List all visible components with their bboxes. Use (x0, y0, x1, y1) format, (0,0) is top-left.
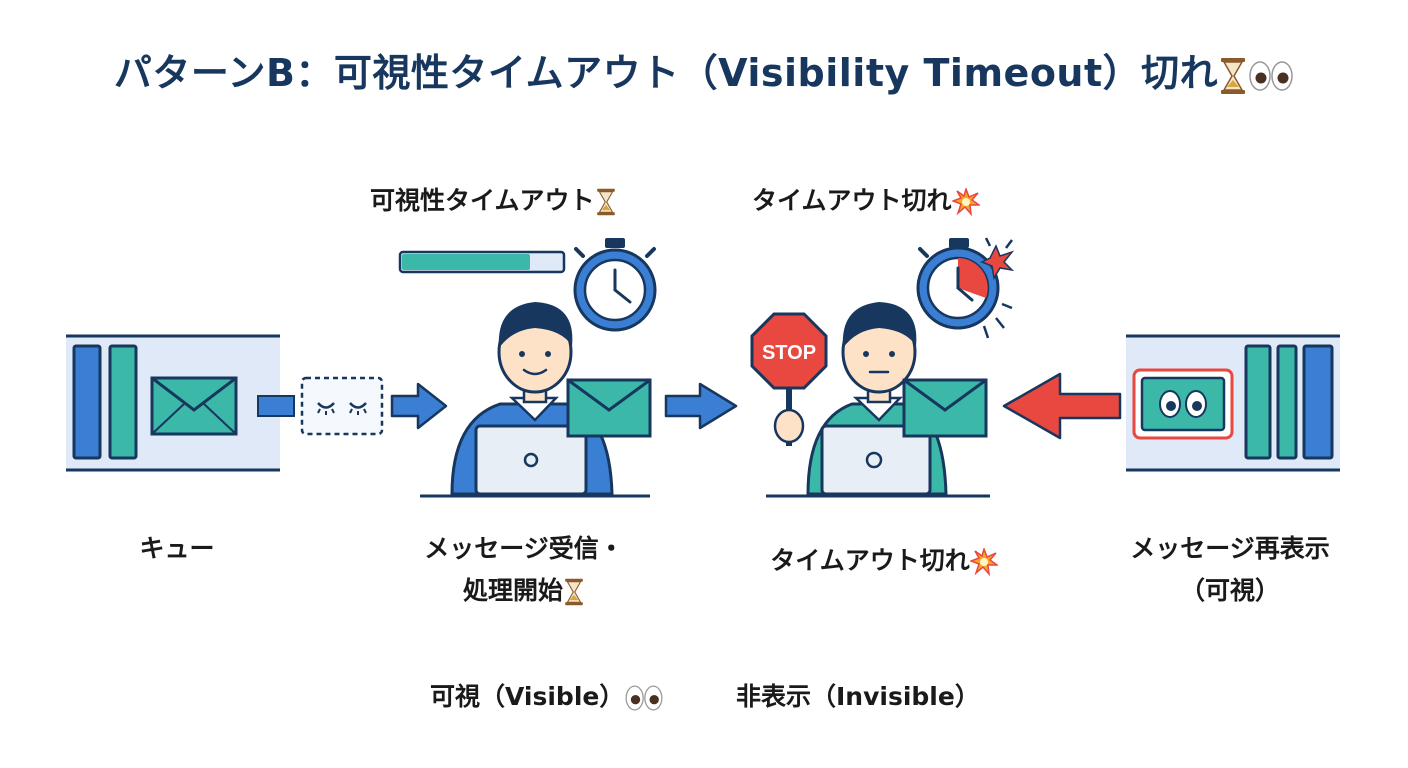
page-title: パターンB：可視性タイムアウト（Visibility Timeout）切れ (0, 42, 1408, 97)
receive-label-line1: メッセージ受信・ (424, 534, 624, 563)
eyes-icon (625, 685, 663, 711)
collision-icon (951, 188, 980, 216)
queue-label: キュー (130, 528, 224, 570)
expired-label: タイムアウト切れ (744, 540, 1024, 582)
arrow-right-icon (390, 382, 448, 430)
timeout-progress-bar (398, 250, 566, 274)
title-text: パターンB：可視性タイムアウト（Visibility Timeout）切れ (113, 51, 1219, 95)
arrow-right-icon (664, 382, 738, 430)
queue-left (66, 334, 280, 472)
queue-label-text: キュー (139, 534, 215, 563)
redisplay-label-line1: メッセージ再表示 (1130, 534, 1330, 563)
redisplay-label: メッセージ再表示 （可視） (1108, 528, 1352, 612)
stop-sign-text: STOP (762, 342, 816, 364)
envelope-icon (566, 378, 652, 438)
worker-person-1 (420, 302, 650, 498)
legend-invisible-text: 非表示（Invisible） (736, 682, 980, 711)
queue-right (1126, 334, 1340, 472)
expired-label-text: タイムアウト切れ (770, 546, 970, 575)
queue-connector (257, 395, 295, 417)
receive-label-line2-wrap: 処理開始 (404, 570, 644, 612)
legend-invisible: 非表示（Invisible） (736, 676, 980, 718)
arrow-left-icon (1002, 372, 1122, 440)
timer-top-label-text: 可視性タイムアウト (370, 186, 595, 215)
legend-visible: 可視（Visible） (430, 676, 664, 718)
invisible-message-box (300, 376, 384, 436)
hourglass-icon (565, 578, 583, 606)
timer-top-label: 可視性タイムアウト (370, 180, 617, 222)
receive-label: メッセージ受信・ 処理開始 (404, 528, 644, 612)
receive-label-line2: 処理開始 (462, 576, 563, 605)
expired-top-label: タイムアウト切れ (752, 180, 980, 222)
expired-stopwatch-icon (916, 237, 1015, 339)
envelope-icon (150, 376, 238, 436)
hourglass-icon (596, 188, 615, 216)
hourglass-icon (1221, 57, 1246, 94)
collision-icon (969, 548, 998, 576)
stop-sign-icon: STOP (750, 312, 828, 446)
expired-top-label-text: タイムアウト切れ (752, 186, 952, 215)
envelope-icon (902, 378, 988, 438)
redisplay-label-line2: （可視） (1179, 576, 1280, 605)
legend-visible-text: 可視（Visible） (430, 682, 625, 711)
worker-person-2 (766, 302, 990, 498)
stopwatch-icon (573, 238, 657, 332)
eyes-icon (1249, 60, 1293, 91)
